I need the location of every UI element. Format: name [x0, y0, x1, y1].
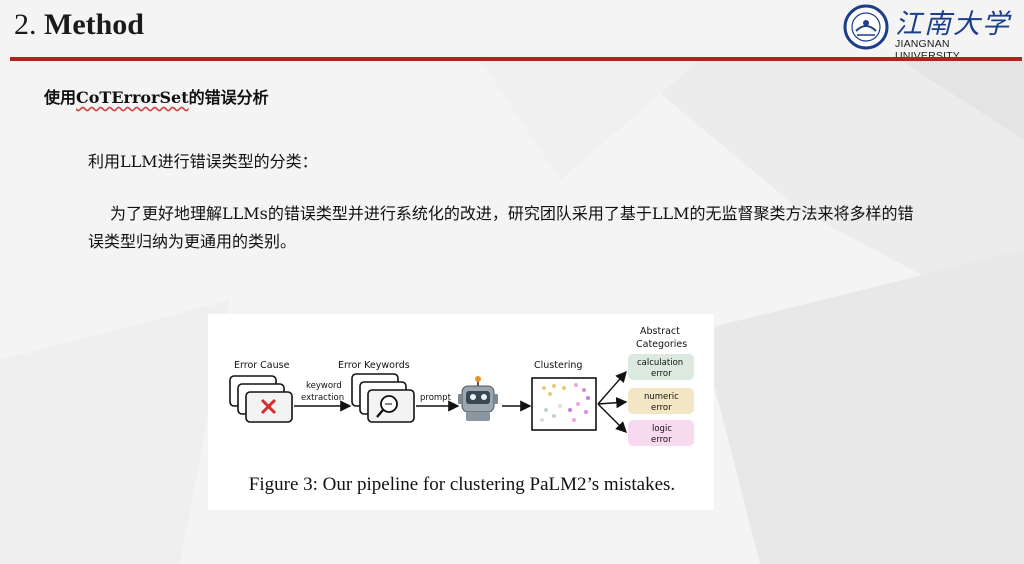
cat-calculation-line2: error [651, 369, 672, 379]
figure-caption: Figure 3: Our pipeline for clustering Pa… [248, 474, 676, 495]
title-divider [10, 57, 1022, 61]
arrow-to-logic [597, 403, 627, 433]
cat-calculation-line1: calculation [637, 358, 683, 368]
body-paragraph: 为了更好地理解LLMs的错误类型并进行系统化的改进，研究团队采用了基于LLM的无… [88, 204, 914, 251]
university-logo: 江南大学 JIANGNAN UNIVERSITY [843, 4, 1013, 62]
cat-numeric-line1: numeric [644, 392, 679, 402]
arrow-to-numeric [597, 397, 628, 409]
pipeline-diagram: Error Cause keyword extraction Error Key… [229, 326, 694, 446]
pipeline-figure: Error Cause keyword extraction Error Key… [208, 314, 714, 510]
title-text: Method [44, 8, 144, 41]
logo-chinese-name: 江南大学 [895, 9, 1011, 40]
university-seal-icon [843, 4, 889, 50]
heading-prefix: 使用 [44, 88, 77, 107]
label-extraction: extraction [301, 393, 344, 403]
label-categories: Categories [636, 339, 687, 350]
title-number: 2. [14, 8, 37, 41]
cluster-points [540, 383, 590, 422]
cat-numeric-line2: error [651, 403, 672, 413]
arrow-to-calculation [597, 370, 627, 405]
label-abstract: Abstract [640, 326, 680, 337]
category-logic-box [628, 420, 694, 446]
label-error-keywords: Error Keywords [338, 360, 410, 371]
slide-title: 2. Method [14, 8, 144, 42]
section-heading: 使用CoTErrorSet的错误分析 [44, 84, 269, 108]
subheading: 利用LLM进行错误类型的分类： [88, 152, 318, 171]
label-clustering: Clustering [534, 360, 582, 371]
category-numeric-box [628, 388, 694, 414]
category-calculation-box [628, 354, 694, 380]
label-error-cause: Error Cause [234, 360, 290, 371]
label-prompt: prompt [420, 393, 452, 403]
heading-suffix: 的错误分析 [188, 88, 269, 107]
heading-highlight: CoTErrorSet [76, 88, 189, 107]
cat-logic-line2: error [651, 435, 672, 445]
clustering-plot [531, 377, 597, 431]
red-x-icon [260, 398, 277, 415]
label-keyword: keyword [306, 381, 342, 391]
cat-logic-line1: logic [652, 424, 672, 434]
robot-icon [458, 376, 498, 421]
magnifier-icon [376, 395, 398, 418]
